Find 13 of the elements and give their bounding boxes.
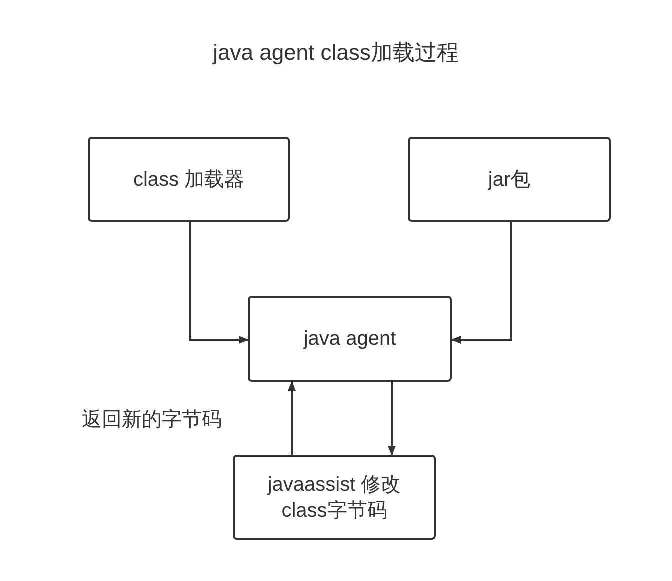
box-text: javaassist 修改class字节码	[266, 472, 402, 524]
process-box	[248, 296, 452, 382]
arrow	[189, 222, 249, 344]
arrow	[388, 382, 396, 456]
process-box	[233, 455, 436, 540]
box-text: class 加载器	[133, 168, 245, 192]
arrow	[451, 222, 512, 344]
box-text: jar包	[488, 168, 531, 192]
diagram-title: java agent class加载过程	[212, 39, 460, 67]
process-box	[408, 137, 611, 222]
process-box	[88, 137, 290, 222]
arrow	[288, 381, 296, 455]
box-text: java agent	[304, 327, 396, 352]
